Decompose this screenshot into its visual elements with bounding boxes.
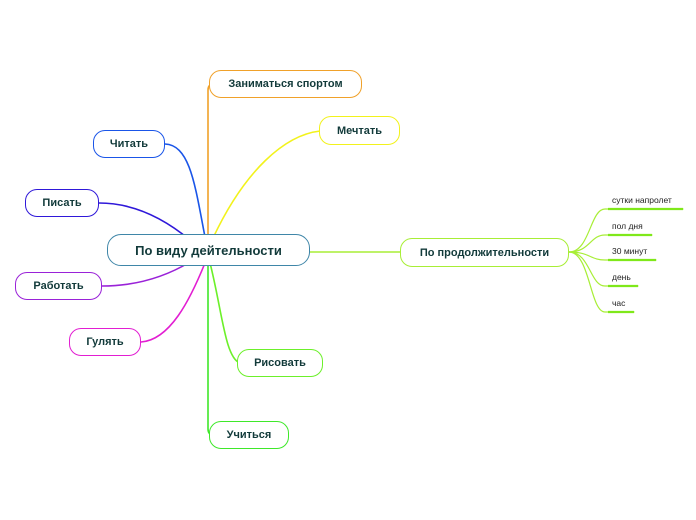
topic-dream[interactable]: Мечтать — [319, 116, 400, 145]
topic-sport[interactable]: Заниматься спортом — [209, 70, 362, 98]
link-duration-leaf-4 — [568, 251, 639, 287]
link-sport — [207, 83, 215, 237]
topic-duration[interactable]: По продолжительности — [400, 238, 569, 267]
link-dream — [212, 130, 321, 239]
link-write — [98, 202, 191, 241]
central-topic[interactable]: По виду дейтельности — [107, 234, 310, 266]
leaf-duration-4[interactable]: день — [612, 272, 631, 282]
leaf-duration-3[interactable]: 30 минут — [612, 246, 648, 256]
link-study — [207, 262, 215, 436]
link-duration-leaf-1 — [568, 208, 684, 253]
topic-read[interactable]: Читать — [93, 130, 165, 158]
topic-draw[interactable]: Рисовать — [237, 349, 323, 377]
link-read — [164, 143, 206, 238]
topic-study[interactable]: Учиться — [209, 421, 289, 449]
link-duration-leaf-5 — [568, 251, 635, 313]
topic-walk[interactable]: Гулять — [69, 328, 141, 356]
link-duration-leaf-3 — [568, 251, 657, 261]
link-work — [101, 261, 191, 287]
leaf-duration-5[interactable]: час — [612, 298, 626, 308]
link-duration-leaf-2 — [568, 234, 653, 253]
leaf-duration-1[interactable]: сутки напролет — [612, 195, 672, 205]
leaf-duration-2[interactable]: пол дня — [612, 221, 643, 231]
topic-write[interactable]: Писать — [25, 189, 99, 217]
link-walk — [140, 262, 206, 343]
topic-work[interactable]: Работать — [15, 272, 102, 300]
link-draw — [209, 262, 241, 364]
